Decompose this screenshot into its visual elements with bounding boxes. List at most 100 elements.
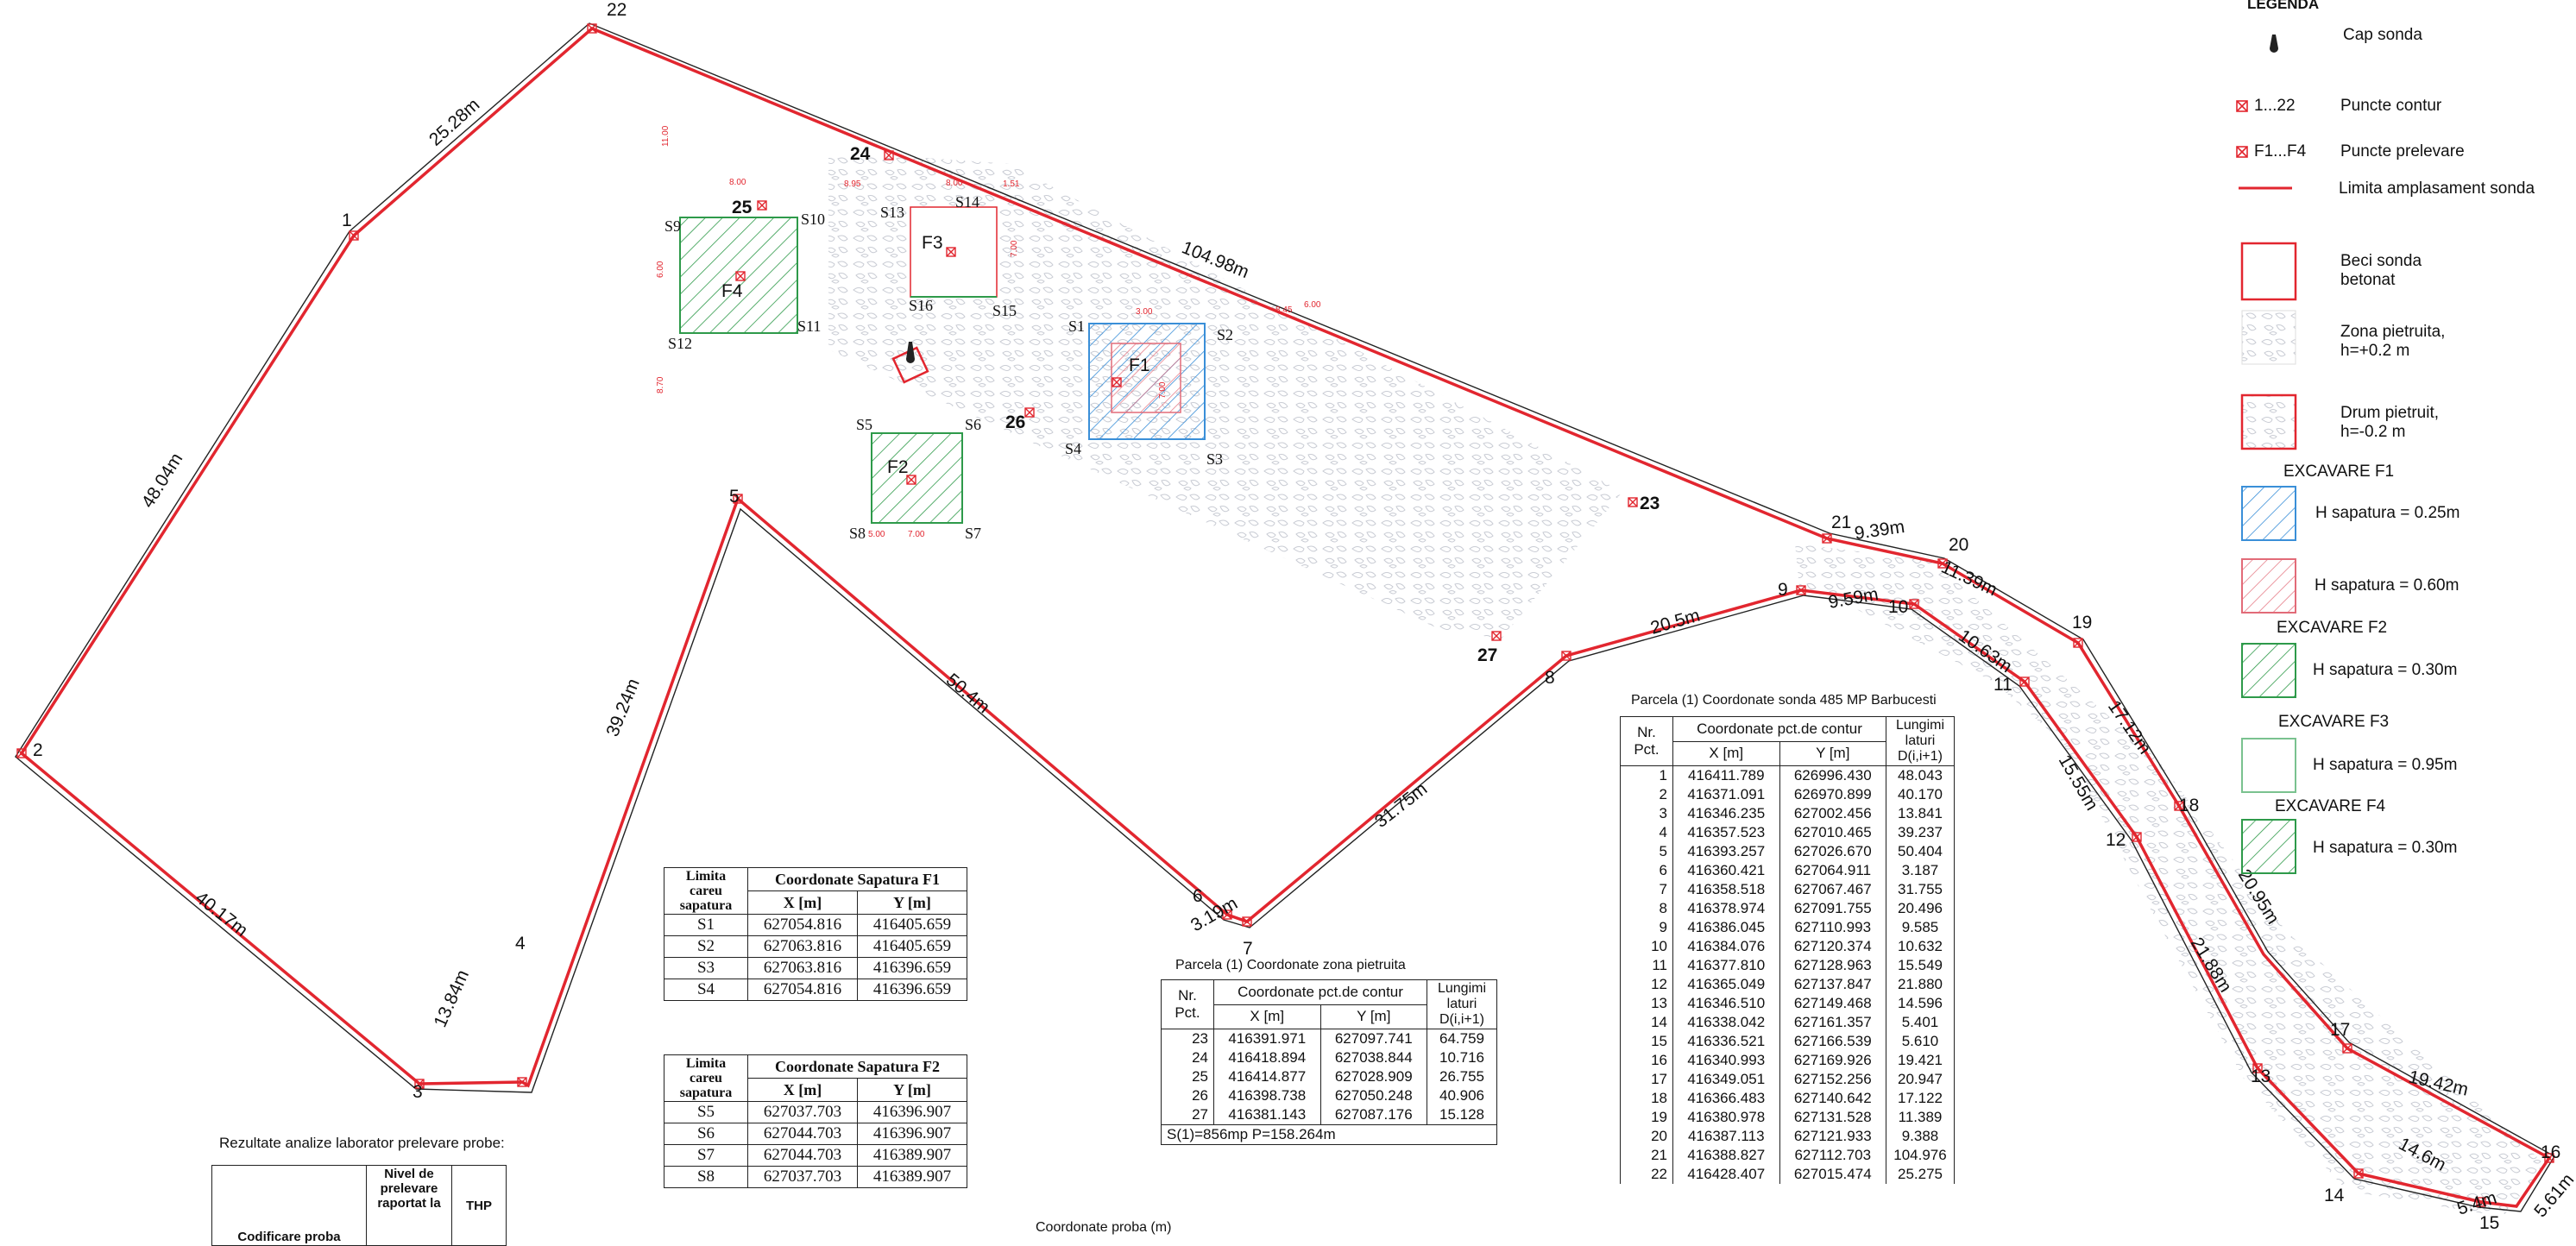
legend-gravel-road: Drum pietruit, h=-0.2 m	[2340, 404, 2440, 441]
sample-label-F1: F1	[1129, 356, 1150, 375]
contour-point-icon	[733, 494, 743, 504]
contour-point-icon	[16, 748, 27, 758]
table-cell: 14	[1620, 1013, 1673, 1032]
dimension-label: 5.00	[868, 530, 885, 539]
table-cell: 416428.407	[1672, 1165, 1780, 1184]
contour-point-icon	[906, 475, 916, 485]
contour-point-icon	[414, 1079, 425, 1089]
contour-point-icon	[2132, 832, 2142, 842]
table-cell: 26	[1161, 1086, 1214, 1105]
point-label-9: 9	[1778, 580, 1788, 600]
table-cell: 416384.076	[1672, 937, 1780, 956]
point-label-22: 22	[607, 0, 627, 20]
table-cell: 19	[1620, 1108, 1673, 1127]
contour-point-icon	[735, 271, 746, 281]
segment-label: 31.75m	[1371, 779, 1431, 832]
table-cell: 627063.816	[747, 935, 858, 958]
table-cell: 15.128	[1427, 1105, 1497, 1125]
table-cell: 27	[1161, 1105, 1214, 1125]
survey-line	[15, 22, 2555, 1212]
dimension-label: 11.00	[661, 125, 671, 147]
point-label-25: 25	[732, 198, 753, 217]
legend-graphics	[2236, 35, 2297, 874]
corner-label-S7: S7	[965, 525, 981, 542]
corner-label-S9: S9	[664, 217, 681, 235]
table-cell: 627166.539	[1779, 1032, 1886, 1051]
corner-label-S2: S2	[1217, 326, 1233, 343]
table-cell: 40.906	[1427, 1086, 1497, 1105]
table-cell: 6	[1620, 861, 1673, 880]
point-label-21: 21	[1831, 513, 1851, 532]
table-cell: 416393.257	[1672, 842, 1780, 861]
table-cell: 15	[1620, 1032, 1673, 1051]
table-cell: S8	[664, 1166, 748, 1188]
lab-results-table: Codificare proba Nivel de prelevare rapo…	[211, 1165, 507, 1246]
table-cell: 416396.907	[856, 1101, 968, 1123]
corner-label-S11: S11	[797, 318, 821, 335]
contour-point-icon	[1909, 599, 1919, 609]
plan-labels: 1234567891011121314151617181920212223242…	[33, 0, 2576, 1231]
point-label-6: 6	[1193, 886, 1203, 906]
table-cell: 25	[1161, 1067, 1214, 1086]
table-cell: 416405.659	[856, 914, 968, 936]
point-label-2: 2	[33, 740, 43, 760]
table-cell: 627044.703	[747, 1123, 858, 1145]
table-cell: 416398.738	[1213, 1086, 1321, 1105]
table-cell: 627110.993	[1779, 918, 1886, 937]
table-cell: 10	[1620, 937, 1673, 956]
table-cell: 627120.374	[1779, 937, 1886, 956]
dimension-label: 8.00	[946, 179, 963, 188]
dimension-label: 8.95	[844, 179, 861, 189]
point-label-17: 17	[2330, 1020, 2350, 1040]
table-cell: 416378.974	[1672, 899, 1780, 918]
point-label-27: 27	[1477, 645, 1497, 665]
bottom-caption: Coordonate proba (m)	[1036, 1220, 1172, 1235]
table-cell: 627149.468	[1779, 994, 1886, 1013]
corner-label-S16: S16	[909, 297, 933, 314]
table-cell: 40.170	[1886, 785, 1955, 804]
corner-label-S5: S5	[856, 416, 872, 433]
excavation-f4	[679, 217, 798, 334]
table-cell: 627152.256	[1779, 1070, 1886, 1089]
table-cell: 416391.971	[1213, 1029, 1321, 1048]
table-cell: 26.755	[1427, 1067, 1497, 1086]
table-cell: S6	[664, 1123, 748, 1145]
table-cell: 5	[1620, 842, 1673, 861]
table-cell: 627054.816	[747, 979, 858, 1001]
sample-label-F4: F4	[721, 281, 743, 301]
table-cell: 627087.176	[1319, 1105, 1427, 1125]
table-cell: 104.976	[1886, 1146, 1955, 1165]
table-cell: 627112.703	[1779, 1146, 1886, 1165]
table-cell: 416387.113	[1672, 1127, 1780, 1146]
table-cell: 627140.642	[1779, 1089, 1886, 1108]
table-cell: 13.841	[1886, 804, 1955, 823]
table-cell: 31.755	[1886, 880, 1955, 899]
contour-point-icon	[1242, 916, 1252, 927]
contour-point-icon	[1222, 909, 1232, 920]
table-cell: 416358.518	[1672, 880, 1780, 899]
table-cell: 13	[1620, 994, 1673, 1013]
table-cell: 20	[1620, 1127, 1673, 1146]
contour-point-icon	[1112, 377, 1122, 387]
point-label-14: 14	[2324, 1186, 2345, 1205]
point-label-5: 5	[729, 487, 740, 507]
corner-label-S13: S13	[880, 204, 904, 221]
table-cell: 20.496	[1886, 899, 1955, 918]
legend-f3-row: H sapatura = 0.95m	[2313, 756, 2458, 774]
legend-sample-prefix: F1...F4	[2254, 142, 2307, 160]
segment-label: 50.4m	[942, 670, 994, 717]
legend-sample: Puncte prelevare	[2340, 142, 2465, 160]
table-cell: 627044.703	[747, 1144, 858, 1167]
dimension-label: 6.00	[1304, 300, 1321, 310]
corner-label-S1: S1	[1068, 318, 1085, 335]
